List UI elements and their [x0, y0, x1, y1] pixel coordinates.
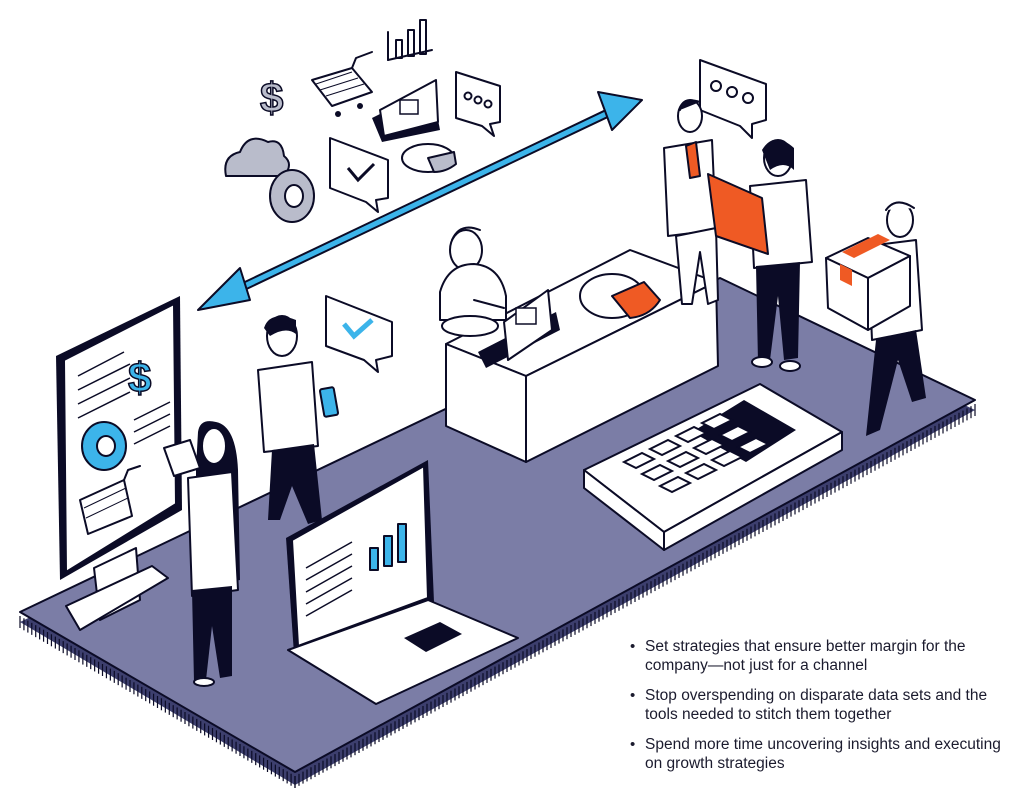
dollar-icon: $ [259, 73, 284, 122]
chat-bubble-icon [455, 71, 501, 137]
reception-desk [445, 249, 719, 463]
benefits-list: Set strategies that ensure better margin… [630, 637, 1020, 784]
person-delivery [825, 201, 926, 436]
benefit-item-spending: Stop overspending on disparate data sets… [630, 686, 1020, 724]
laptop-on-desk-icon [503, 289, 553, 361]
bidirectional-arrow-icon [197, 91, 643, 311]
person-with-receipt [163, 421, 240, 687]
bar-chart-icon [387, 19, 433, 61]
desk-pie-chart-icon [579, 273, 661, 319]
laptop-icon [286, 460, 519, 705]
approval-bubble-icon [325, 295, 393, 373]
floor-edge-ticks [19, 404, 976, 788]
kiosk-display-icon: $ [56, 296, 182, 631]
donut-chart-icon [269, 169, 315, 223]
cart-card-icon [372, 79, 440, 142]
svg-text:$: $ [128, 354, 151, 401]
check-bubble-icon [329, 137, 389, 213]
payment-terminal-icon [583, 383, 843, 551]
person-with-phone [257, 315, 340, 524]
package-box-icon [825, 234, 911, 331]
benefit-item-insights: Spend more time uncovering insights and … [630, 735, 1020, 773]
speech-bubble-icon [699, 59, 767, 139]
person-with-clipboard [707, 139, 813, 372]
svg-text:$: $ [260, 74, 283, 121]
benefit-item-margin: Set strategies that ensure better margin… [630, 637, 1020, 675]
cloud-icon [224, 137, 290, 177]
floating-icons: $ [224, 19, 501, 223]
person-businessman [663, 99, 719, 305]
shopping-cart-icon [311, 51, 373, 117]
pie-chart-icon [401, 143, 457, 173]
terminal-keypad [621, 412, 771, 494]
person-support-agent [439, 226, 507, 337]
